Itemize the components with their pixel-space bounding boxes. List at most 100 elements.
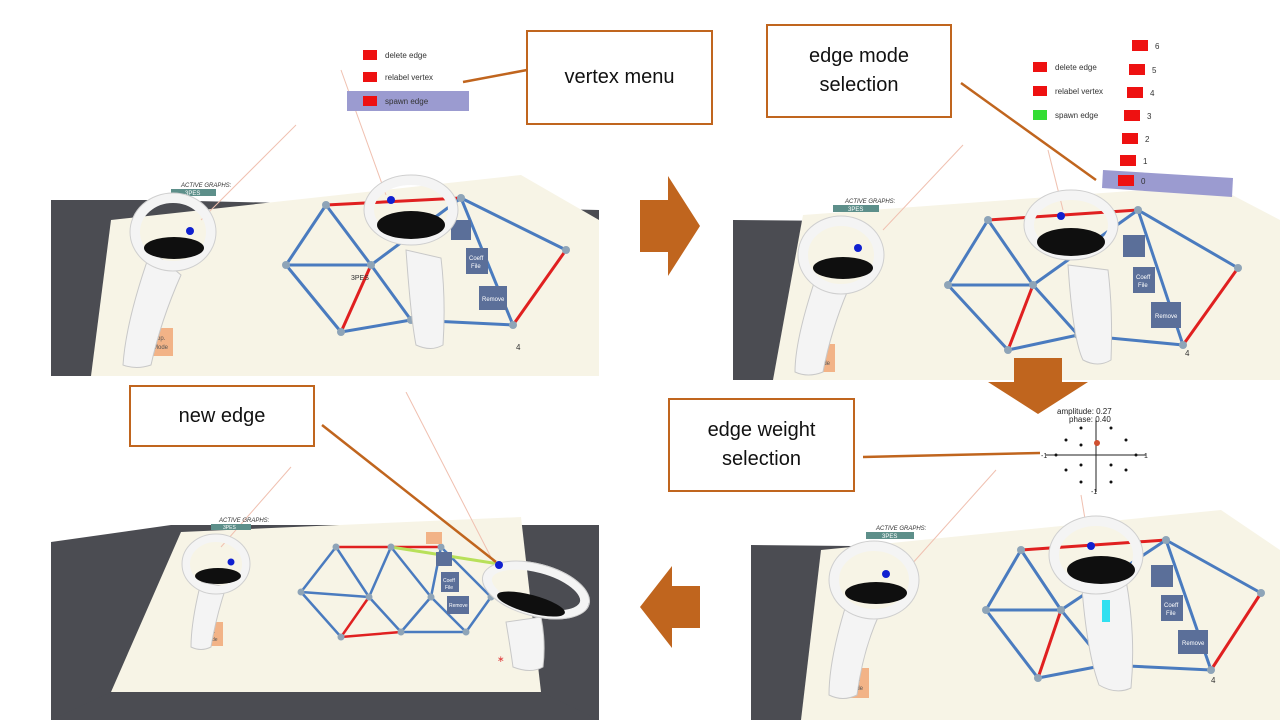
axis-label: 1 — [1144, 453, 1148, 460]
callout-edge-weight: edge weight selection — [668, 398, 855, 492]
coeff-file-button[interactable] — [1161, 595, 1183, 621]
remove-top-button[interactable] — [436, 552, 452, 566]
mode-button[interactable] — [1118, 175, 1134, 186]
callout-text: selection — [819, 74, 899, 96]
callout-text: new edge — [178, 404, 266, 427]
menu-item-label: delete edge — [385, 51, 427, 60]
coeff-file-button[interactable] — [1133, 267, 1155, 293]
remove-top-button[interactable] — [1123, 235, 1145, 257]
menu-item-label: spawn edge — [1055, 111, 1099, 120]
callout-text: vertex menu — [564, 66, 675, 88]
remove-button[interactable] — [479, 286, 507, 310]
pointer-ray — [200, 124, 297, 221]
dial-selected-point[interactable] — [1094, 440, 1100, 446]
graph-tag-label: 3PES — [223, 525, 236, 531]
callout-vertex-menu: vertex menu — [526, 30, 713, 125]
vertex-label: 4 — [1211, 676, 1216, 685]
mode-highlight[interactable] — [1102, 170, 1233, 197]
coeff-file-label: Coeff — [1136, 275, 1151, 281]
callout-edge-mode: edge mode selection — [766, 24, 952, 118]
mode-label: 1 — [1143, 157, 1148, 166]
mode-button[interactable] — [1120, 155, 1136, 166]
vr-scene-1: 3PES 4 Coeff File Remove ACTIVE GRAPHS: … — [51, 50, 599, 376]
remove-top-button[interactable] — [1151, 565, 1173, 587]
menu-item-button[interactable] — [363, 50, 377, 60]
menu-item-label: spawn edge — [385, 97, 429, 106]
callout-text: selection — [722, 448, 801, 470]
callout-new-edge: new edge — [129, 385, 315, 447]
graph-tag-label: 3PES — [848, 207, 863, 213]
mode-button[interactable] — [1127, 87, 1143, 98]
panel-edge-weight: 4 Coeff File Remove ACTIVE GRAPHS: 3PES … — [751, 400, 1280, 720]
mode-button[interactable] — [1129, 64, 1145, 75]
right-controller — [1048, 515, 1144, 692]
menu-item-highlight[interactable] — [347, 91, 469, 111]
mode-label: 2 — [1145, 135, 1150, 144]
graph-tag[interactable] — [171, 189, 216, 196]
remove-button-label: Remove — [482, 297, 505, 303]
edge-mode-menu: delete edge relabel vertex spawn edge — [1033, 62, 1103, 120]
pointer-ray — [910, 469, 997, 566]
left-controller — [794, 215, 885, 376]
coeff-file-label: Coeff — [469, 256, 484, 262]
mode-button[interactable] — [1124, 110, 1140, 121]
left-controller — [181, 533, 251, 650]
mode-button[interactable] — [1122, 133, 1138, 144]
table-mat — [773, 185, 1280, 380]
remove-button-label: Remove — [1182, 641, 1205, 647]
remove-top-button[interactable] — [451, 220, 471, 240]
mode-label: 5 — [1152, 66, 1157, 75]
pointer-ray — [220, 466, 292, 548]
coeff-file-label: File — [1166, 611, 1176, 617]
mode-label: 6 — [1155, 42, 1160, 51]
remove-button-label: Remove — [1155, 314, 1178, 320]
graph-tag[interactable] — [866, 532, 914, 539]
top-mode-label: Mode — [153, 345, 169, 351]
connector-new-edge — [321, 424, 497, 563]
active-graphs-label: ACTIVE GRAPHS: — [875, 526, 927, 532]
top-mode-mini[interactable] — [426, 532, 442, 544]
coeff-file-label: File — [471, 264, 481, 270]
active-graphs-label: ACTIVE GRAPHS: — [844, 199, 896, 205]
remove-button[interactable] — [1178, 630, 1208, 654]
dial-points — [1054, 426, 1138, 484]
panel-new-edge: Coeff File Remove ACTIVE GRAPHS: 3PES To… — [51, 392, 599, 720]
graph-tag-label: 3PES — [185, 191, 200, 197]
trigger-highlight — [1102, 600, 1110, 622]
remove-button[interactable] — [1151, 302, 1181, 328]
floor-front — [51, 692, 599, 720]
mode-label: 3 — [1147, 112, 1152, 121]
right-controller — [1023, 189, 1119, 365]
table-mat — [111, 517, 541, 692]
mode-selector: 6 5 4 3 2 1 0 — [1102, 40, 1233, 197]
coeff-file-button[interactable] — [441, 572, 459, 592]
menu-item-button[interactable] — [1033, 62, 1047, 72]
callout-text: edge weight — [707, 419, 816, 441]
mode-button[interactable] — [1132, 40, 1148, 51]
right-controller — [363, 174, 459, 349]
graph-tag[interactable] — [833, 205, 879, 212]
pointer-ray — [340, 69, 387, 196]
vertex-label: 4 — [1185, 349, 1190, 358]
menu-item-button[interactable] — [363, 72, 377, 82]
menu-item-button-active[interactable] — [1033, 110, 1047, 120]
graph-tag-label: 3PES — [882, 534, 897, 540]
menu-item-label: relabel vertex — [1055, 87, 1103, 96]
panel-edge-mode: 4 Coeff File Remove ACTIVE GRAPHS: 3PES … — [733, 20, 1280, 380]
vertex-label: 4 — [516, 343, 521, 352]
axis-label: -1 — [1041, 453, 1047, 460]
remove-button[interactable] — [447, 596, 469, 614]
mode-label: 0 — [1141, 177, 1146, 186]
panel-vertex-menu: 3PES 4 Coeff File Remove ACTIVE GRAPHS: … — [51, 20, 599, 376]
coeff-file-label: Coeff — [443, 578, 455, 584]
menu-item-button[interactable] — [1033, 86, 1047, 96]
vr-scene-2: 4 Coeff File Remove ACTIVE GRAPHS: 3PES … — [733, 40, 1280, 380]
coeff-file-label: File — [445, 585, 453, 591]
graph-tag[interactable] — [211, 524, 251, 530]
phase-label: phase: 0.40 — [1069, 415, 1111, 424]
connector-vertex-menu — [462, 68, 528, 84]
vr-scene-4: Coeff File Remove ACTIVE GRAPHS: 3PES To… — [51, 392, 599, 720]
arrow-right — [640, 176, 700, 276]
menu-item-button[interactable] — [363, 96, 377, 106]
coeff-file-button[interactable] — [466, 248, 488, 274]
